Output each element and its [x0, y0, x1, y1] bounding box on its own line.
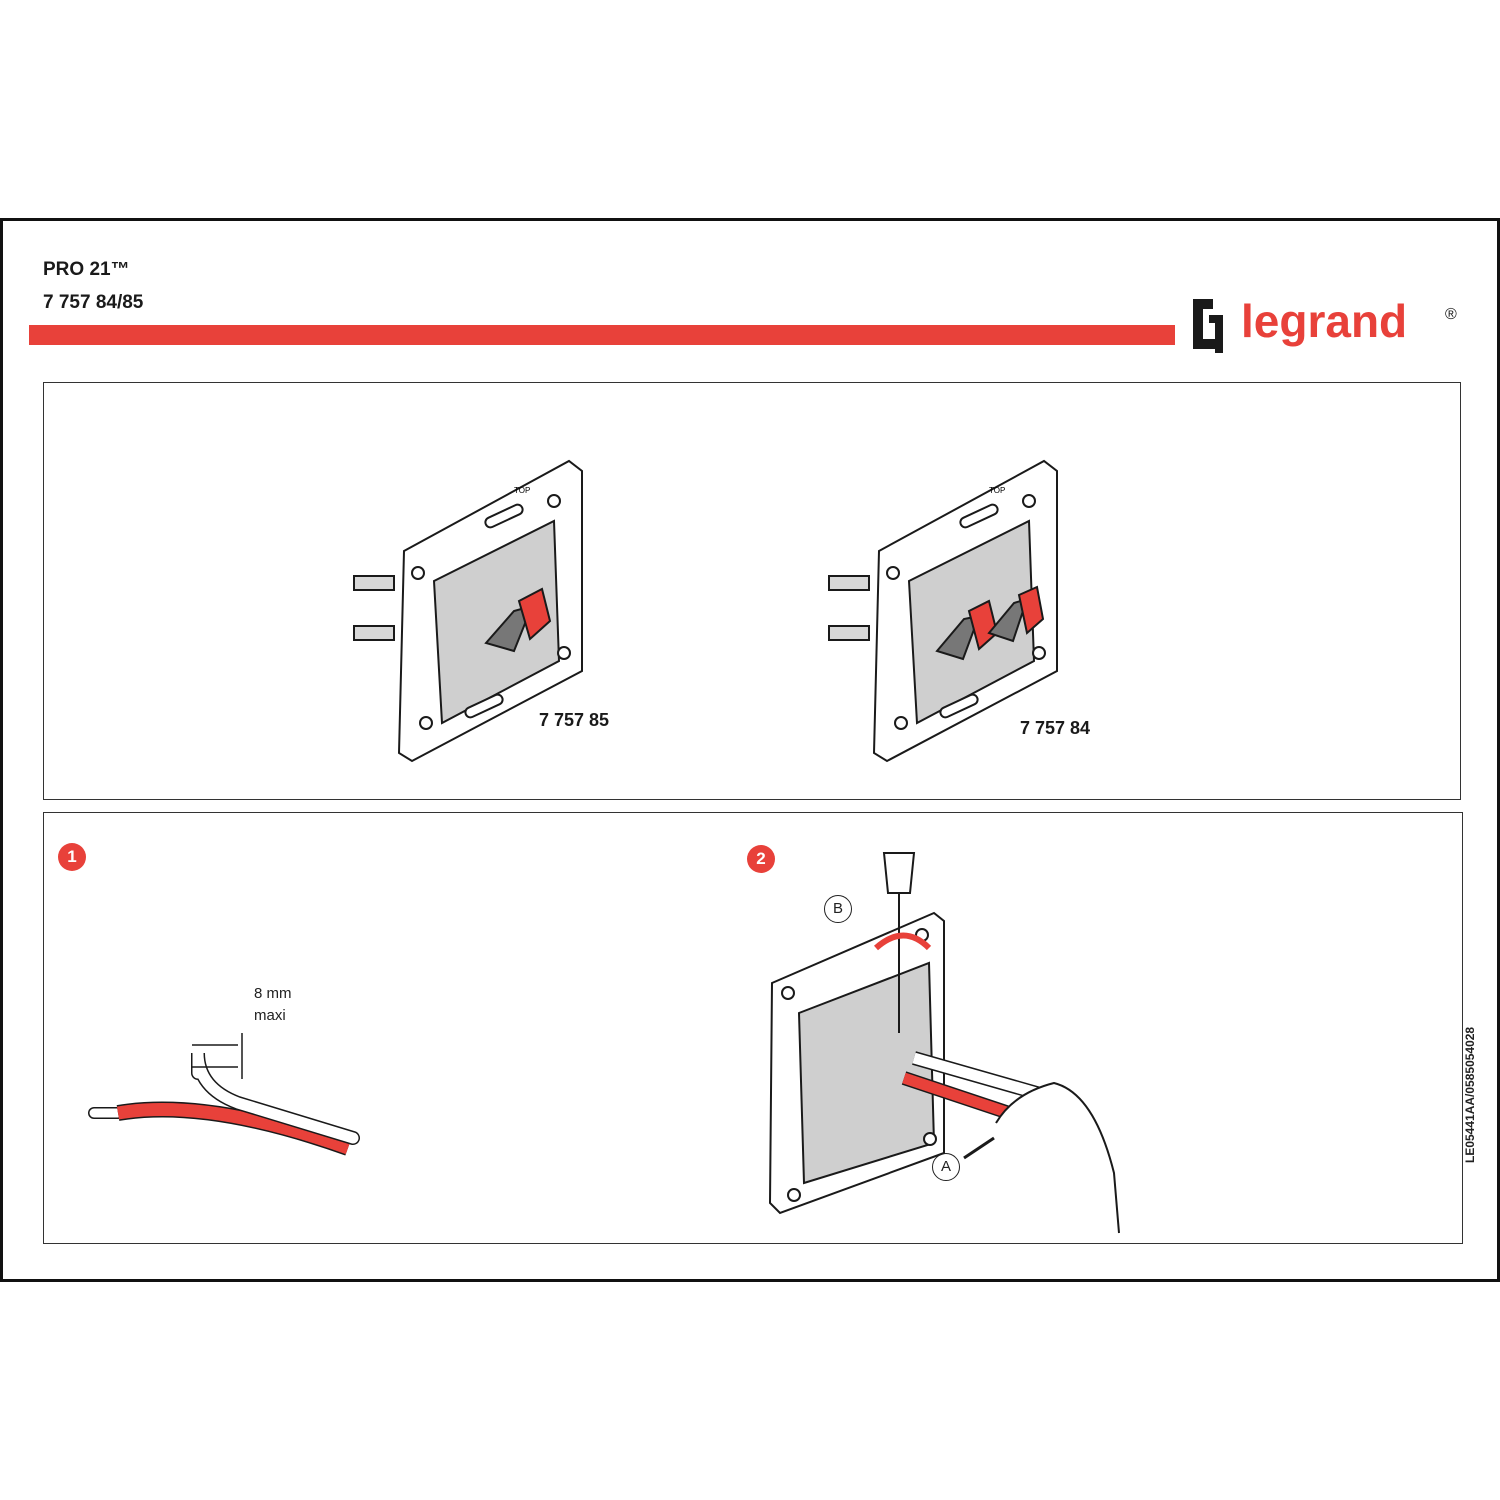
product-code-84: 7 757 84 — [1020, 718, 1091, 738]
strip-length-note: maxi — [254, 1007, 286, 1024]
steps-panel: 1 8 mm maxi 2 — [43, 812, 1463, 1244]
double-socket-module-illustration: TOP — [828, 459, 1058, 763]
legrand-logo: legrand ® — [1189, 293, 1469, 373]
step-1-badge: 1 — [58, 843, 86, 871]
wire-insertion-illustration — [768, 852, 1120, 1234]
marker-b: B — [824, 895, 852, 923]
product-code-85: 7 757 85 — [539, 710, 610, 730]
single-socket-module-illustration: TOP — [353, 459, 583, 763]
svg-text:TOP: TOP — [514, 486, 530, 495]
legrand-logo-text: legrand — [1241, 295, 1407, 347]
instruction-sheet: PRO 21™ 7 757 84/85 legrand ® — [0, 218, 1500, 1282]
marker-a: A — [932, 1153, 960, 1181]
svg-text:TOP: TOP — [989, 486, 1005, 495]
products-panel: TOP 7 757 85 TOP 7 757 84 — [43, 382, 1461, 800]
header-accent-bar — [29, 325, 1175, 345]
stripped-cable-illustration — [88, 1033, 360, 1156]
product-name: PRO 21™ — [43, 259, 130, 280]
step-2-badge: 2 — [747, 845, 775, 873]
legrand-logo-mark: legrand ® — [1193, 295, 1457, 353]
registered-mark: ® — [1445, 306, 1457, 323]
product-reference: 7 757 84/85 — [43, 292, 144, 313]
document-reference: LE05441AA/0585054028 — [1463, 1026, 1477, 1163]
strip-length-label: 8 mm — [254, 985, 292, 1002]
